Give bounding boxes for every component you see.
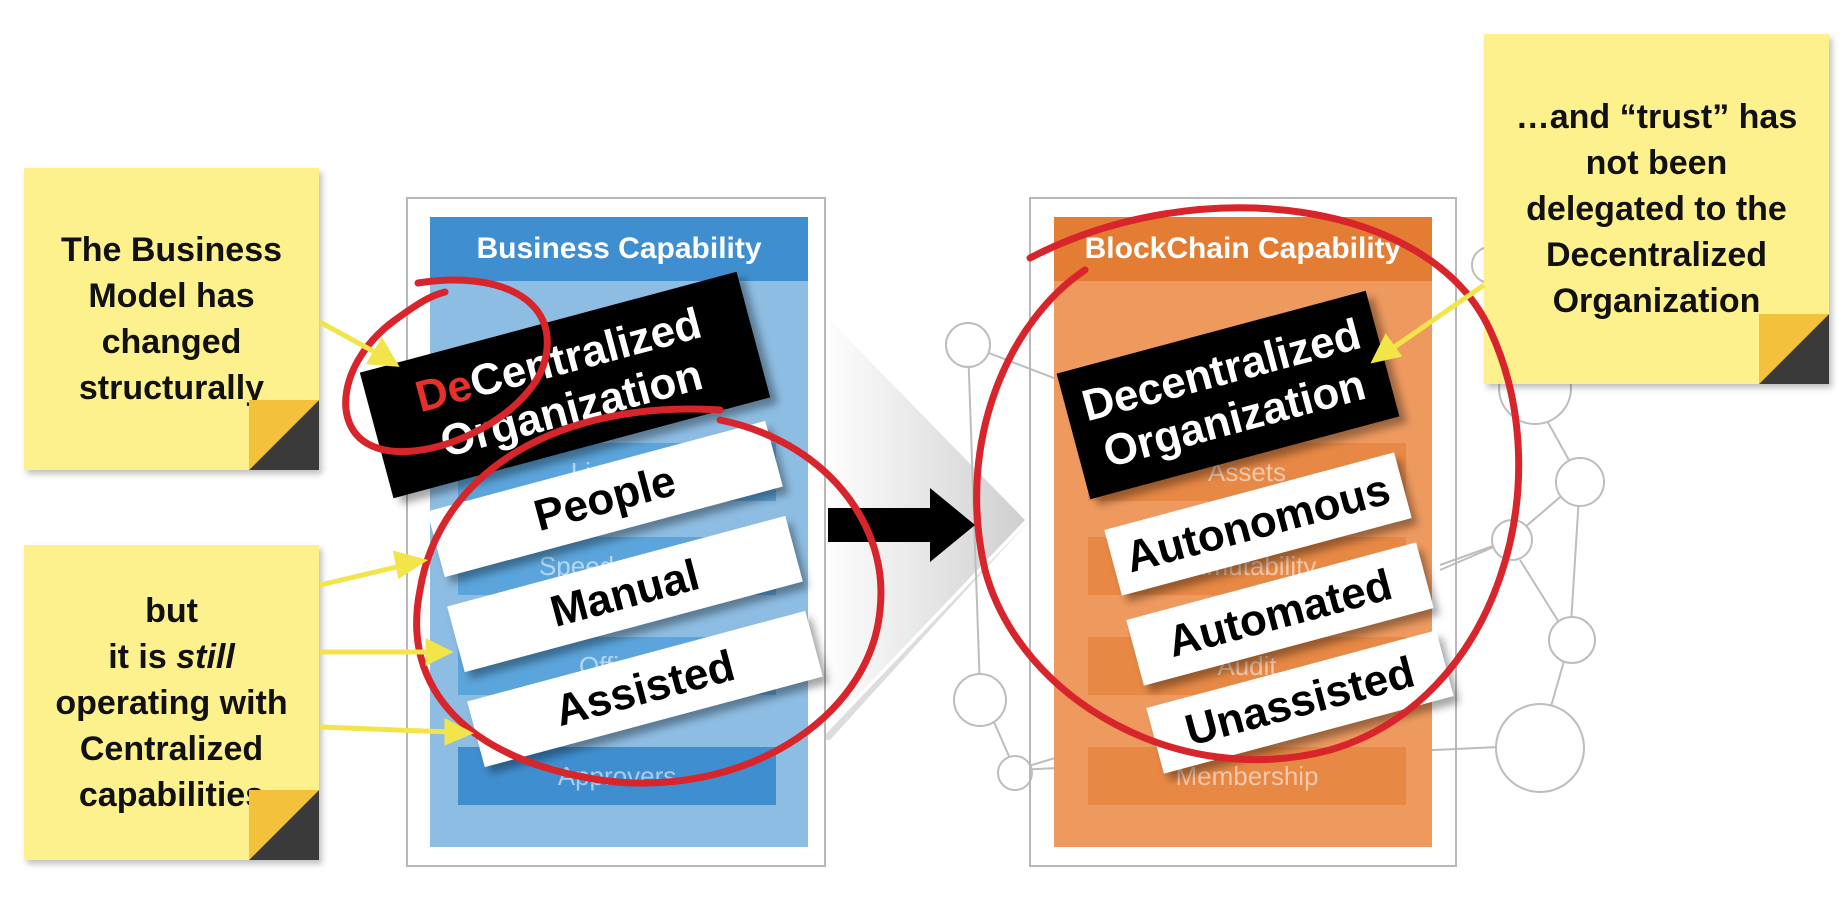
- yellow-arrow: [319, 724, 451, 735]
- blockchain-capability-frame: [1029, 197, 1457, 867]
- sticky-note-business-model: The Business Model has changed structura…: [24, 168, 319, 470]
- red-circle-de: [342, 276, 551, 456]
- note-fold: [249, 400, 319, 470]
- yellow-arrow: [1388, 282, 1486, 353]
- right-arrow-icon: [828, 488, 975, 562]
- yellow-arrow: [319, 562, 406, 588]
- capability-row: Membership: [1088, 747, 1406, 805]
- business-capability-header: Business Capability: [430, 217, 808, 281]
- red-circle-right: [973, 204, 1523, 763]
- sticky-note-still-centralized: but it is still operating with Centraliz…: [24, 545, 319, 860]
- sticky-note-trust: …and “trust” has not been delegated to t…: [1484, 34, 1829, 384]
- note-fold: [249, 790, 319, 860]
- note-fold: [1759, 314, 1829, 384]
- yellow-arrow: [318, 319, 382, 358]
- red-circle-left-labels: [413, 405, 885, 787]
